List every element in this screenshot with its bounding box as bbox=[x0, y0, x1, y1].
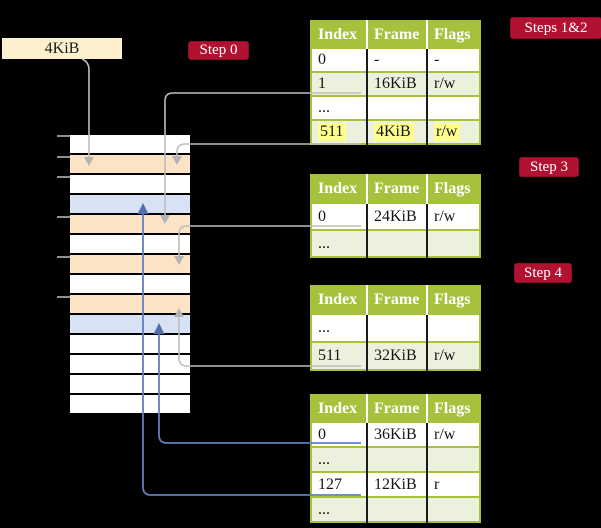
table-row: 511 32KiB r/w bbox=[311, 341, 480, 370]
memory-frame-row bbox=[70, 255, 190, 273]
memory-frame-row bbox=[70, 375, 190, 393]
table-cell: ... bbox=[311, 496, 367, 522]
header-cell: Flags bbox=[426, 395, 480, 422]
table-cell: r/w bbox=[426, 119, 480, 144]
table-cell: - bbox=[366, 47, 427, 72]
table-cell: ... bbox=[311, 229, 367, 257]
header-cell: Index bbox=[311, 395, 367, 422]
table-cell: 0 bbox=[311, 421, 367, 447]
page-table-steps12: Index Frame Flags 0 - - 1 16KiB r/w ... … bbox=[310, 20, 481, 145]
table-row: ... bbox=[311, 229, 480, 257]
table-cell: 24KiB bbox=[366, 202, 427, 230]
badge-step3: Step 3 bbox=[519, 157, 579, 177]
table-row: 0 24KiB r/w bbox=[311, 202, 480, 230]
table-header-row: Index Frame Flags bbox=[311, 286, 480, 314]
badge-step4: Step 4 bbox=[514, 263, 572, 283]
table-cell: r bbox=[426, 471, 480, 497]
table-cell bbox=[426, 229, 480, 257]
table-row: 0 36KiB r/w bbox=[311, 421, 480, 447]
memory-frame-row bbox=[70, 355, 190, 373]
table-cell: ... bbox=[311, 446, 367, 472]
table-header-row: Index Frame Flags bbox=[311, 175, 480, 203]
table-cell: - bbox=[426, 47, 480, 72]
table-header-row: Index Frame Flags bbox=[311, 395, 480, 422]
header-cell: Index bbox=[311, 21, 367, 48]
table-row: 0 - - bbox=[311, 47, 480, 72]
table-cell bbox=[366, 95, 427, 120]
table-cell: 12KiB bbox=[366, 471, 427, 497]
memory-frame-row bbox=[70, 295, 190, 313]
page-table-step4: Index Frame Flags ... 511 32KiB r/w bbox=[310, 285, 481, 371]
memory-frame-row bbox=[70, 135, 190, 153]
table-cell: 127 bbox=[311, 471, 367, 497]
table-row: ... bbox=[311, 446, 480, 472]
page-table-step3: Index Frame Flags 0 24KiB r/w ... bbox=[310, 174, 481, 258]
connector-pt1-index511 bbox=[176, 143, 361, 156]
highlight: 4KiB bbox=[374, 123, 414, 141]
table-cell: ... bbox=[311, 95, 367, 120]
table-cell: 36KiB bbox=[366, 421, 427, 447]
table-cell bbox=[366, 313, 427, 342]
table-row: ... bbox=[311, 496, 480, 522]
table-cell bbox=[426, 496, 480, 522]
table-row: 127 12KiB r bbox=[311, 471, 480, 497]
table-cell bbox=[366, 229, 427, 257]
table-cell: r/w bbox=[426, 341, 480, 370]
header-cell: Index bbox=[311, 175, 367, 203]
table-cell: 0 bbox=[311, 47, 367, 72]
page-table-final: Index Frame Flags 0 36KiB r/w ... 127 12… bbox=[310, 394, 481, 523]
physical-memory bbox=[70, 135, 190, 415]
memory-tick bbox=[57, 216, 70, 218]
highlight: r/w bbox=[434, 123, 461, 141]
table-cell bbox=[426, 95, 480, 120]
table-cell: r/w bbox=[426, 202, 480, 230]
memory-frame-row bbox=[70, 155, 190, 173]
header-cell: Index bbox=[311, 286, 367, 314]
highlight: 511 bbox=[318, 123, 347, 141]
header-cell: Frame bbox=[366, 21, 427, 48]
memory-frame-row bbox=[70, 195, 190, 213]
memory-frame-row bbox=[70, 235, 190, 253]
table-cell: 32KiB bbox=[366, 341, 427, 370]
header-cell: Flags bbox=[426, 286, 480, 314]
header-cell: Frame bbox=[366, 395, 427, 422]
badge-step0: Step 0 bbox=[188, 41, 249, 60]
table-cell: r/w bbox=[426, 71, 480, 96]
memory-tick bbox=[57, 156, 70, 158]
table-cell bbox=[426, 313, 480, 342]
memory-frame-row bbox=[70, 395, 190, 413]
table-cell: 16KiB bbox=[366, 71, 427, 96]
table-cell: 511 bbox=[311, 119, 367, 144]
table-row: ... bbox=[311, 95, 480, 120]
table-cell bbox=[366, 496, 427, 522]
table-cell: 1 bbox=[311, 71, 367, 96]
table-row: ... bbox=[311, 313, 480, 342]
header-cell: Flags bbox=[426, 175, 480, 203]
memory-frame-row bbox=[70, 335, 190, 353]
memory-frame-row bbox=[70, 175, 190, 193]
header-cell: Flags bbox=[426, 21, 480, 48]
header-cell: Frame bbox=[366, 286, 427, 314]
memory-frame-row bbox=[70, 315, 190, 333]
table-cell bbox=[366, 446, 427, 472]
badge-steps12: Steps 1&2 bbox=[510, 17, 601, 39]
frame-size-label: 4KiB bbox=[2, 38, 122, 59]
table-cell: 0 bbox=[311, 202, 367, 230]
header-cell: Frame bbox=[366, 175, 427, 203]
table-row-highlighted: 511 4KiB r/w bbox=[311, 119, 480, 144]
memory-frame-row bbox=[70, 275, 190, 293]
memory-tick bbox=[57, 135, 70, 137]
memory-tick bbox=[57, 176, 70, 178]
table-cell: 511 bbox=[311, 341, 367, 370]
table-row: 1 16KiB r/w bbox=[311, 71, 480, 96]
memory-frame-row bbox=[70, 215, 190, 233]
memory-tick bbox=[57, 296, 70, 298]
table-cell bbox=[426, 446, 480, 472]
memory-tick bbox=[57, 256, 70, 258]
table-cell: 4KiB bbox=[366, 119, 427, 144]
table-header-row: Index Frame Flags bbox=[311, 21, 480, 48]
table-cell: ... bbox=[311, 313, 367, 342]
table-cell: r/w bbox=[426, 421, 480, 447]
